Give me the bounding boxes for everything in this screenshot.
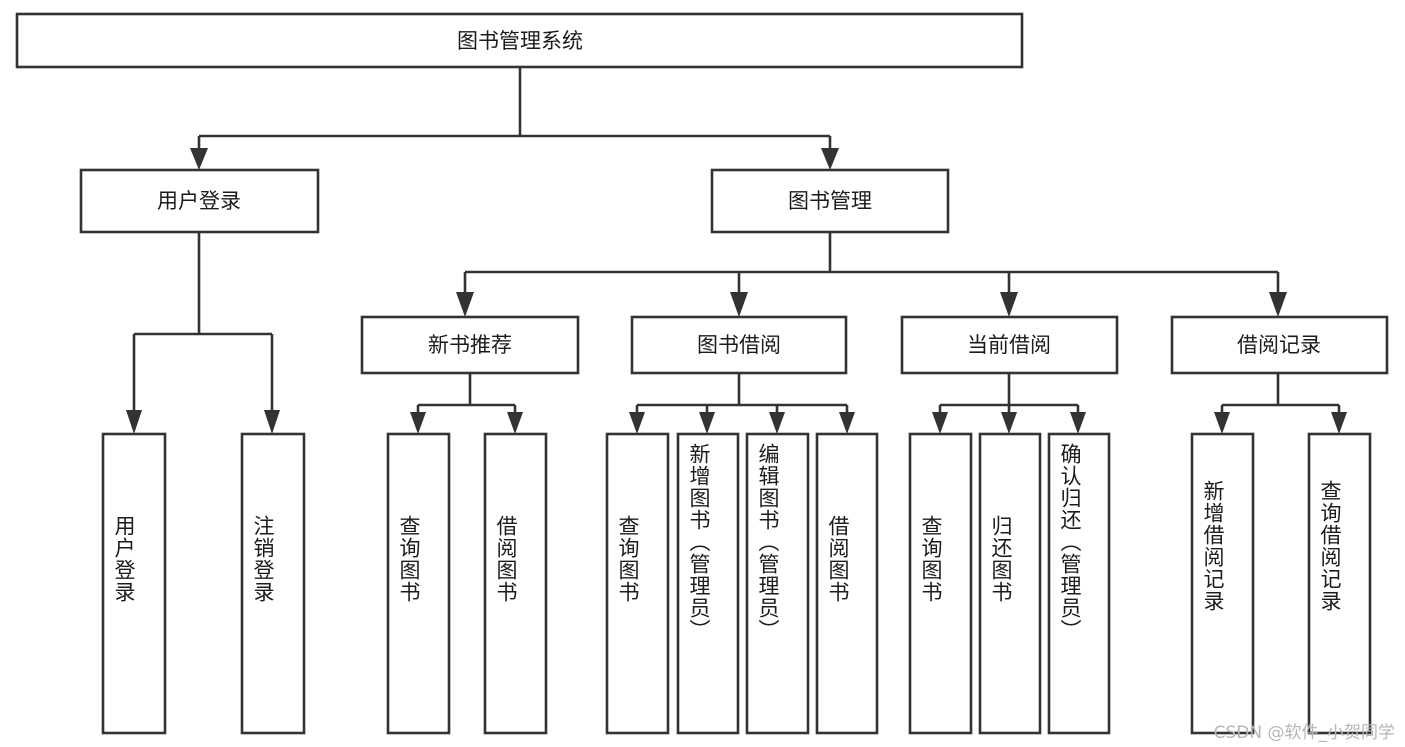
node-label-user-login: 用户登录 [157, 189, 241, 213]
node-box-leaf-borrow-book[interactable] [815, 432, 879, 735]
node-box-leaf-confirm-return-admin[interactable] [1047, 432, 1111, 735]
node-box-leaf-add-borrow-record[interactable] [1190, 432, 1255, 735]
node-box-user-login[interactable] [79, 168, 320, 234]
arrow-head-leaf-query-book-current [932, 412, 948, 434]
arrow-head-leaf-confirm-return-admin [1070, 412, 1086, 434]
connector-group-current-borrow [932, 373, 1086, 434]
node-box-book-manage[interactable] [710, 168, 950, 234]
node-label-borrow-record: 借阅记录 [1237, 333, 1321, 357]
node-box-leaf-user-logout[interactable] [240, 432, 306, 735]
arrow-head-leaf-query-book-rec [410, 412, 426, 434]
node-label-book-manage: 图书管理 [788, 189, 872, 213]
node-label-book-borrow: 图书借阅 [697, 333, 781, 357]
arrow-head-leaf-return-book [1001, 412, 1017, 434]
node-box-leaf-query-book-rec[interactable] [386, 432, 451, 735]
node-box-root[interactable] [15, 12, 1024, 69]
arrow-head-leaf-user-logout [264, 410, 280, 434]
connector-group-book-borrow [629, 373, 855, 434]
arrow-head-leaf-user-login [126, 410, 142, 434]
arrow-head-leaf-add-book-admin [699, 412, 715, 434]
arrow-head-user-login [190, 148, 208, 170]
node-box-leaf-add-book-admin[interactable] [676, 432, 740, 735]
arrow-head-leaf-query-borrow-record [1331, 412, 1347, 434]
connector-group-new-book-recommend [410, 373, 523, 434]
connector-group-book-manage [456, 232, 1287, 317]
node-box-current-borrow[interactable] [900, 315, 1119, 375]
connector-group-root [190, 67, 839, 170]
arrow-head-leaf-query-book-borrow [629, 412, 645, 434]
connector-group-borrow-record [1214, 373, 1347, 434]
node-label-root: 图书管理系统 [457, 29, 583, 53]
node-box-leaf-borrow-book-rec[interactable] [483, 432, 548, 735]
node-box-book-borrow[interactable] [630, 315, 848, 375]
node-label-new-book-recommend: 新书推荐 [428, 333, 512, 357]
node-box-new-book-recommend[interactable] [360, 315, 580, 375]
arrow-head-borrow-record [1269, 292, 1287, 317]
arrow-head-book-borrow [730, 292, 748, 317]
arrow-head-current-borrow [1000, 292, 1018, 317]
node-box-leaf-user-login[interactable] [101, 432, 167, 735]
arrow-head-book-manage [821, 148, 839, 170]
arrow-head-leaf-edit-book-admin [769, 412, 785, 434]
arrow-head-leaf-borrow-book-rec [507, 412, 523, 434]
node-box-borrow-record[interactable] [1170, 315, 1389, 375]
arrow-head-new-book-recommend [456, 292, 474, 317]
node-box-leaf-query-borrow-record[interactable] [1307, 432, 1372, 735]
connector-group-user-login [126, 232, 280, 434]
node-box-leaf-return-book[interactable] [978, 432, 1042, 735]
node-label-current-borrow: 当前借阅 [967, 333, 1051, 357]
node-box-leaf-query-book-current[interactable] [908, 432, 973, 735]
node-box-leaf-query-book-borrow[interactable] [605, 432, 670, 735]
node-box-leaf-edit-book-admin[interactable] [745, 432, 810, 735]
watermark-text: CSDN @软件_小贺同学 [1213, 723, 1395, 743]
arrow-head-leaf-borrow-book [839, 412, 855, 434]
arrow-head-leaf-add-borrow-record [1214, 412, 1230, 434]
